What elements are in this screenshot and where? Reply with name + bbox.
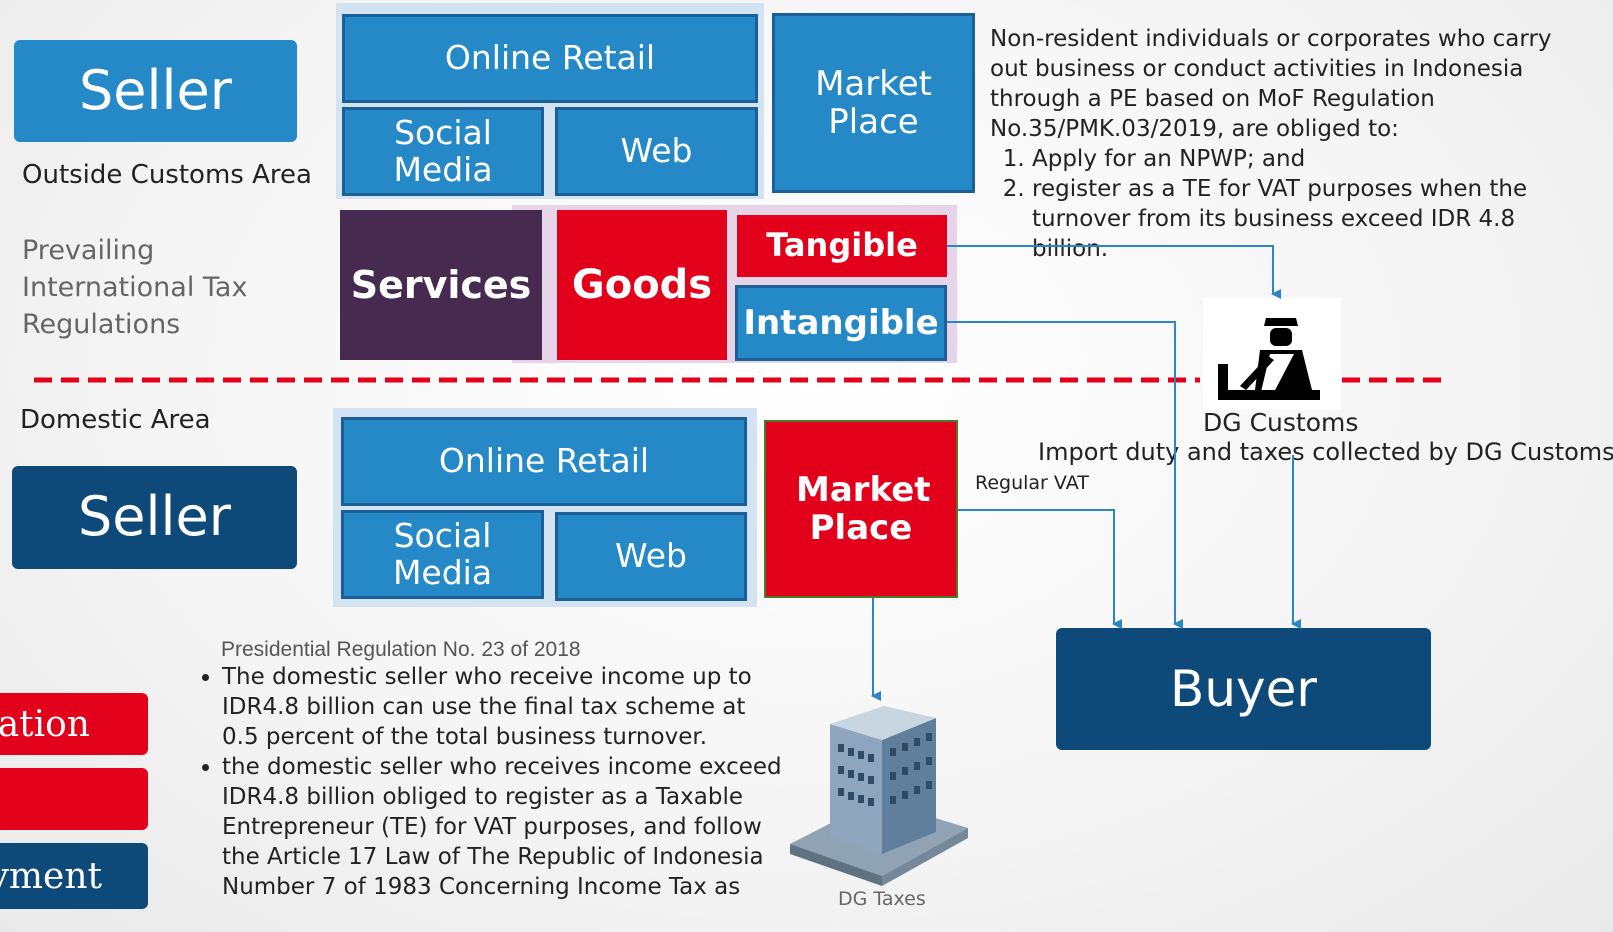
domestic-social-media-box: Social Media xyxy=(341,510,544,599)
intangible-to-buyer-arrow xyxy=(947,321,1183,629)
dg-customs-label: DG Customs xyxy=(1203,408,1359,437)
left-tab-registration-label: ration xyxy=(0,703,90,745)
services-box: Services xyxy=(340,210,542,360)
dg-taxes-label: DG Taxes xyxy=(838,888,926,910)
left-tab-middle[interactable] xyxy=(0,768,148,830)
left-tab-registration[interactable]: ration xyxy=(0,693,148,755)
outside-web-label: Web xyxy=(620,131,693,171)
regulation-bullet: the domestic seller who receives income … xyxy=(222,752,796,902)
dg-taxes-building-icon xyxy=(790,706,968,886)
left-tab-payment[interactable]: yment xyxy=(0,843,148,909)
goods-label: Goods xyxy=(571,261,713,308)
domestic-web-label: Web xyxy=(615,536,687,576)
regular-vat-label: Regular VAT xyxy=(975,472,1089,494)
domestic-online-retail-box: Online Retail xyxy=(341,417,747,506)
marketplace-vat-to-buyer-arrow xyxy=(958,509,1122,629)
buyer-label: Buyer xyxy=(1170,660,1317,718)
outside-web-box: Web xyxy=(555,107,758,196)
presidential-regulation-bullets: The domestic seller who receive income u… xyxy=(188,662,796,902)
outside-seller-label: Seller xyxy=(79,58,232,122)
domestic-social-media-label: Social Media xyxy=(392,515,493,592)
domestic-seller-label: Seller xyxy=(78,485,231,549)
intangible-box: Intangible xyxy=(735,285,947,361)
tangible-box: Tangible xyxy=(737,215,947,277)
outside-social-media-label: Social Media xyxy=(393,112,493,189)
intangible-label: Intangible xyxy=(743,302,939,343)
left-tab-payment-label: yment xyxy=(0,855,102,897)
non-resident-note-intro: Non-resident individuals or corporates w… xyxy=(990,26,1552,142)
domestic-online-retail-label: Online Retail xyxy=(438,441,650,481)
services-label: Services xyxy=(350,262,532,307)
outside-seller-box: Seller xyxy=(14,40,297,142)
outside-customs-area-label: Outside Customs Area xyxy=(22,160,312,190)
import-duty-caption: Import duty and taxes collected by DG Cu… xyxy=(1038,438,1613,466)
regulation-bullet: The domestic seller who receive income u… xyxy=(222,662,762,752)
non-resident-note: Non-resident individuals or corporates w… xyxy=(990,24,1595,264)
presidential-regulation-title: Presidential Regulation No. 23 of 2018 xyxy=(221,638,581,661)
customs-border-divider xyxy=(34,377,1446,383)
tangible-to-customs-arrow xyxy=(947,245,1281,299)
outside-market-place-box: Market Place xyxy=(772,13,975,193)
outside-social-media-box: Social Media xyxy=(342,107,544,196)
non-resident-note-item: register as a TE for VAT purposes when t… xyxy=(1032,174,1595,264)
tangible-label: Tangible xyxy=(766,226,918,265)
outside-market-place-label: Market Place xyxy=(815,63,932,142)
customs-officer-icon xyxy=(1218,318,1320,400)
outside-online-retail-label: Online Retail xyxy=(444,38,656,78)
domestic-area-label: Domestic Area xyxy=(20,405,211,435)
domestic-seller-box: Seller xyxy=(12,466,297,569)
international-tax-regulations-label: Prevailing International Tax Regulations xyxy=(22,235,248,340)
outside-online-retail-box: Online Retail xyxy=(342,14,758,103)
buyer-box: Buyer xyxy=(1056,628,1431,750)
domestic-web-box: Web xyxy=(555,512,747,601)
goods-box: Goods xyxy=(557,210,727,360)
non-resident-note-item: Apply for an NPWP; and xyxy=(1032,144,1595,174)
domestic-market-place-box: Market Place xyxy=(764,420,958,598)
domestic-market-place-label: Market Place xyxy=(796,469,931,548)
